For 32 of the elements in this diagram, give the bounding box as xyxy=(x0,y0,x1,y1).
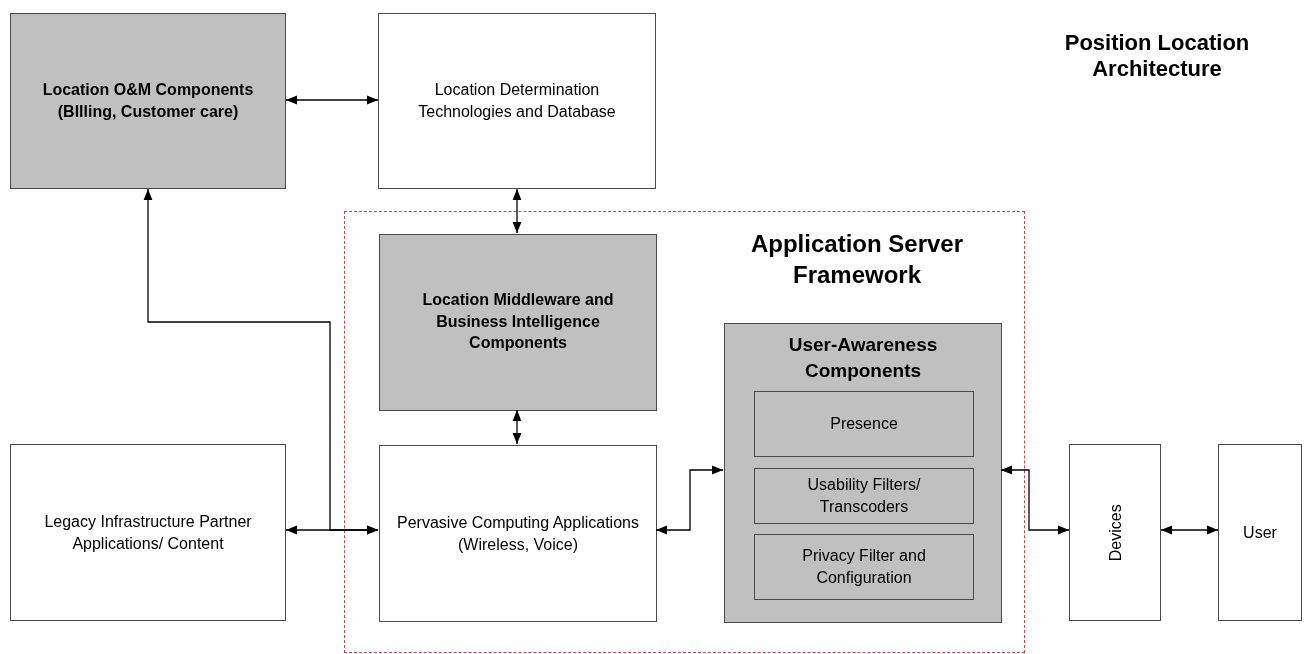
component-box xyxy=(10,444,286,621)
box-label: Location Determination Technologies and Database xyxy=(417,80,617,122)
group-heading: User-Awareness Components xyxy=(787,333,939,383)
connector-arrow xyxy=(655,465,724,535)
diagram-title: Position Location Architecture xyxy=(1063,30,1251,83)
connector-arrow xyxy=(512,409,522,445)
component-box xyxy=(754,534,974,600)
component-box xyxy=(754,391,974,457)
connector-arrow xyxy=(143,188,379,535)
box-label: Legacy Infrastructure Partner Applications/ Content xyxy=(43,511,253,554)
box-label: Devices xyxy=(1105,504,1125,561)
component-box xyxy=(378,13,656,189)
connector-arrow xyxy=(285,95,379,105)
component-box xyxy=(754,468,974,524)
component-box xyxy=(379,234,657,411)
framework-region xyxy=(344,211,1025,653)
box-label: Usability Filters/ Transcoders xyxy=(806,475,922,517)
component-box xyxy=(10,13,286,189)
component-group-box xyxy=(724,323,1002,623)
box-label: User xyxy=(1243,522,1277,543)
component-box xyxy=(379,445,657,622)
connector-arrow xyxy=(1000,465,1070,535)
connector-arrow xyxy=(1160,525,1219,535)
region-title: Application Server Framework xyxy=(749,229,965,291)
box-label: Location O&M Components (BIlling, Customer care) xyxy=(41,80,255,122)
component-box xyxy=(1218,444,1302,621)
component-box xyxy=(1069,444,1161,621)
box-label: Privacy Filter and Configuration xyxy=(801,546,927,588)
connector-arrow xyxy=(512,188,522,234)
box-label: Presence xyxy=(830,414,898,435)
box-label: Pervasive Computing Applications (Wireless, Voice) xyxy=(396,512,640,555)
group-heading: Location Middleware and Business Intelligence Components xyxy=(421,290,615,354)
